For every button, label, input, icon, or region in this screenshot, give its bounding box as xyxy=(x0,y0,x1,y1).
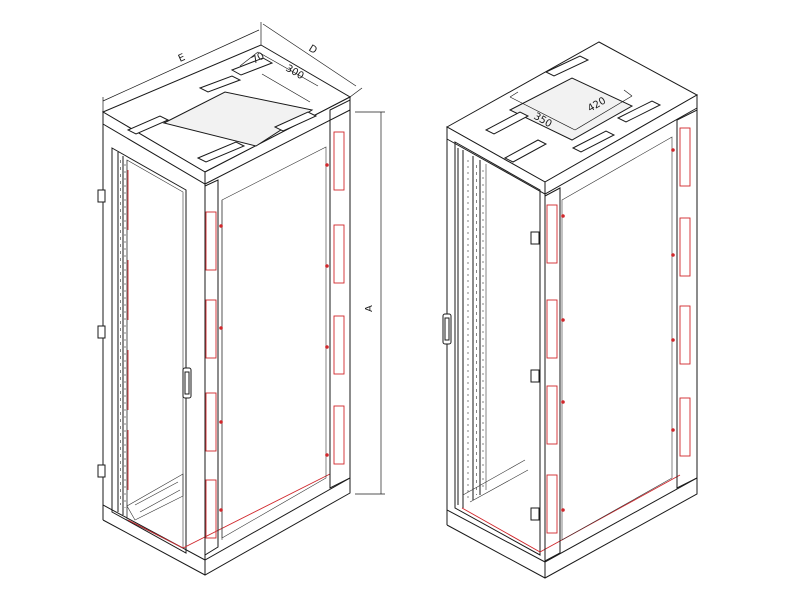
left-rack-holes xyxy=(120,160,126,508)
right-top-vent-5 xyxy=(571,130,616,153)
right-top-vent-2 xyxy=(503,139,548,163)
right-cabinet-front xyxy=(446,126,546,563)
left-hinge-top xyxy=(97,189,106,203)
left-top-vent-4 xyxy=(273,111,318,132)
left-hinge-bottom xyxy=(97,464,106,478)
dim-label-width: E xyxy=(177,52,187,65)
left-hinge-mid xyxy=(97,325,106,339)
dim-width-E: E xyxy=(102,22,262,112)
right-rack-holes xyxy=(467,160,484,500)
right-top-cable-plate xyxy=(508,77,634,141)
dim-label-depth: D xyxy=(306,43,319,57)
right-hinge-mid xyxy=(530,369,540,383)
right-top-vent-3 xyxy=(544,55,590,77)
left-cabinet: E D 70 300 A xyxy=(97,22,385,576)
dim-label-height: A xyxy=(364,305,375,312)
right-top-vent-1 xyxy=(484,111,530,135)
dim-height-A: A xyxy=(355,111,385,495)
left-top-vent-1 xyxy=(126,115,170,135)
left-side-panel xyxy=(221,146,327,539)
left-top-cable-plate xyxy=(162,91,314,147)
left-top-vent-2 xyxy=(196,141,246,163)
left-top-vent-3 xyxy=(230,57,274,76)
right-hinge-bottom xyxy=(530,507,540,521)
right-hinge-top xyxy=(530,231,540,245)
left-top-vent-5 xyxy=(198,75,242,93)
right-cabinet: 350 420 xyxy=(442,41,699,579)
left-cabinet-side xyxy=(204,96,351,561)
right-side-panel xyxy=(561,136,673,541)
right-top-vent-4 xyxy=(616,100,662,123)
